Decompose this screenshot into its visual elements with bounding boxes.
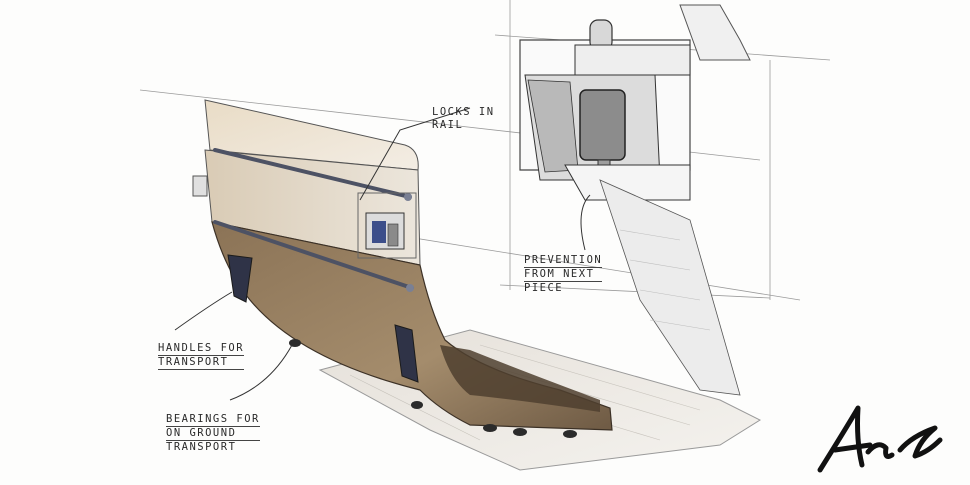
annotation-prevention-line-1: Prevention [524,254,603,268]
rails [213,148,414,290]
panel-lock [357,192,417,259]
wood-inner-tray [440,345,600,412]
annotation-handles-line-2: transport [158,356,245,370]
annotation-bearings: Bearings for on ground transport [166,413,260,454]
annotation-locks-line-2: rail [432,119,464,131]
annotation-leaders [174,107,591,401]
signature [817,405,943,473]
annotation-bearings-line-3: transport [166,441,237,453]
annotation-bearings-line-1: Bearings for [166,413,260,427]
ground-bearings [289,339,577,438]
rail-end-cap-top [404,193,412,201]
annotation-locks-line-1: Locks in [432,106,495,118]
annotation-prevention-line-3: piece [524,282,564,294]
transport-handles [192,175,419,383]
rail-lock-detail [519,4,751,396]
annotation-locks-in-rail: Locks in rail [432,106,495,132]
annotation-handles-line-1: Handles for [158,342,245,356]
annotation-bearings-line-2: on ground [166,427,260,441]
rail-end-cap-bottom [406,284,414,292]
annotation-prevention: Prevention from next piece [524,254,603,295]
annotation-prevention-line-2: from next [524,268,603,282]
annotation-handles: Handles for transport [158,342,245,370]
